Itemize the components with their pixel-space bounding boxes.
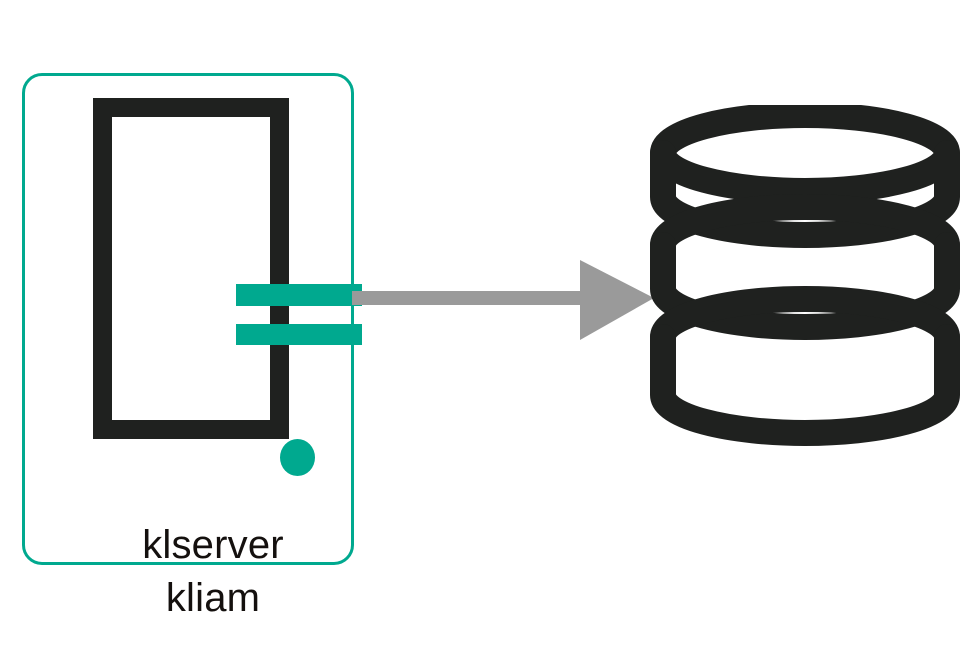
server-bay-bar-top [236,284,362,306]
server-tower-icon [93,98,362,476]
node-server-label-line-2: kliam [165,576,261,620]
node-server-label-line-1: klserver [142,523,284,567]
arrow-shaft-and-head [352,260,654,340]
node-server-label: klserver kliam [47,519,379,625]
database-icon [650,105,960,446]
edge-server-to-database[interactable] [352,255,662,345]
node-server-card[interactable]: klserver kliam [22,73,362,620]
server-bay-bar-bottom [236,324,362,345]
node-database[interactable] [645,105,965,485]
server-power-led-icon [280,439,315,476]
